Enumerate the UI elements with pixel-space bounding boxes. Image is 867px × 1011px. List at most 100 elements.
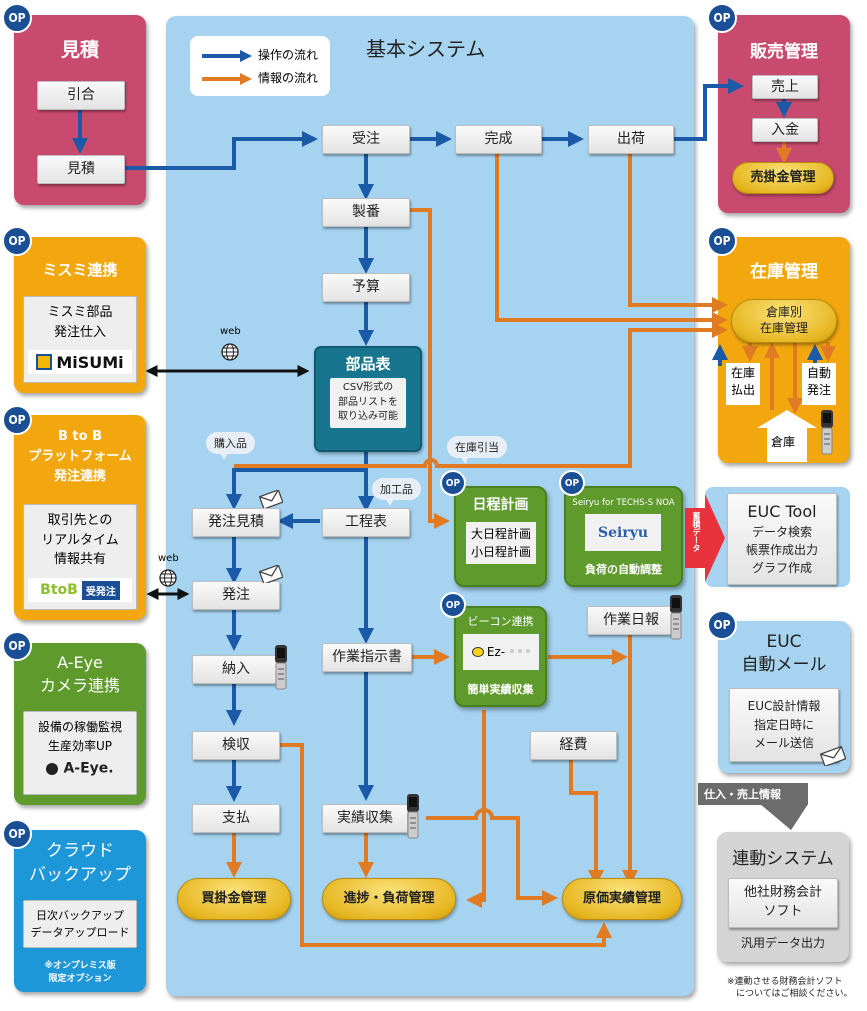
node-receipt[interactable]: 入金 [752, 118, 818, 142]
node-order[interactable]: 受注 [322, 125, 410, 154]
information-flow-arrow-icon [202, 73, 252, 85]
estimate-title: 見積 [60, 39, 99, 61]
aeye-logo: A-Eye. [24, 758, 136, 777]
bubble-stock-allocation: 在庫引当 [447, 436, 507, 464]
seiryu-title: Seiryu for TECHS-S NOA [572, 498, 675, 508]
euc-mail-card[interactable]: EUC設計情報 指定日時に メール送信 [729, 688, 839, 762]
euc-tool-title: EUC Tool [747, 502, 817, 522]
node-order-estimate[interactable]: 発注見積 [192, 508, 280, 537]
seiryu-logo-text: Seiryu [597, 524, 649, 541]
node-work-instruction[interactable]: 作業指示書 [322, 643, 412, 672]
bee-icon [471, 647, 484, 657]
misumi-description: ミスミ部品 発注仕入 [47, 305, 113, 340]
misumi-logo: MiSUMi [28, 350, 132, 374]
node-inspection[interactable]: 検収 [192, 731, 280, 760]
node-ship[interactable]: 出荷 [588, 125, 674, 154]
globe-icon [221, 343, 239, 361]
camera-icon [46, 762, 59, 775]
schedule-title: 日程計画 [472, 497, 529, 513]
op-badge: OP [2, 819, 32, 849]
handheld-terminal-icon [275, 645, 287, 690]
node-accounts-payable[interactable]: 買掛金管理 [177, 878, 291, 920]
node-job-number[interactable]: 製番 [322, 198, 410, 227]
bubble-purchased: 購入品 [206, 432, 255, 460]
misumi-title: ミスミ連携 [42, 261, 118, 279]
handheld-terminal-icon [670, 595, 682, 640]
handheld-terminal-icon [821, 410, 833, 455]
node-cost-management[interactable]: 原価実績管理 [562, 878, 682, 920]
accumulated-data-arrow [685, 494, 725, 582]
aeye-description: 設備の稼働監視 生産効率UP [37, 720, 122, 754]
op-badge: OP [440, 592, 466, 618]
web-label-misumi: web [220, 326, 241, 337]
node-sales[interactable]: 売上 [752, 75, 818, 99]
seiryu-description: 負荷の自動調整 [585, 563, 662, 576]
bom-description: CSV形式の 部品リストを 取り込み可能 [330, 378, 406, 428]
warehouse-label: 倉庫 [771, 435, 796, 449]
cloud-backup-panel: クラウド バックアップ 日次バックアップ データアップロード ※オンプレミス版 … [14, 830, 146, 992]
node-auto-order[interactable]: 自動 発注 [802, 363, 836, 405]
node-inquiry[interactable]: 引合 [37, 81, 125, 110]
schedule-panel[interactable]: 日程計画 大日程計画 小日程計画 [454, 486, 547, 587]
node-estimate[interactable]: 見積 [37, 155, 125, 184]
cloud-title: クラウド バックアップ [29, 841, 131, 885]
btob-logo: BtoB 受発注 [28, 578, 132, 602]
op-badge: OP [2, 226, 32, 256]
op-badge: OP [707, 3, 737, 33]
accumulated-data-label: 蓄積データ [692, 512, 701, 552]
bom-title: 部品表 [345, 355, 391, 373]
schedule-description: 大日程計画 小日程計画 [466, 522, 536, 564]
node-bom[interactable]: 部品表 CSV形式の 部品リストを 取り込み可能 [314, 346, 422, 452]
node-warehouse-inventory[interactable]: 倉庫別 在庫管理 [731, 299, 837, 343]
aeye-card: 設備の稼働監視 生産効率UP A-Eye. [23, 711, 137, 795]
web-label-btob: web [158, 553, 179, 564]
cloud-description: 日次バックアップ データアップロード [30, 908, 130, 939]
op-badge: OP [707, 226, 737, 256]
warehouse-shape [757, 410, 817, 462]
op-badge: OP [2, 3, 32, 33]
misumi-logo-text: MiSUMi [56, 352, 124, 372]
btob-card: 取引先との リアルタイム 情報共有 BtoB 受発注 [23, 504, 137, 610]
node-accounts-receivable[interactable]: 売掛金管理 [732, 162, 834, 194]
bubble-processed: 加工品 [372, 478, 421, 506]
linkage-card[interactable]: 他社財務会計 ソフト [728, 878, 838, 928]
node-progress-load[interactable]: 進捗・負荷管理 [322, 878, 456, 920]
node-delivery[interactable]: 納入 [192, 655, 280, 684]
aeye-title: A-Eye カメラ連携 [39, 653, 120, 696]
legend-information-label: 情報の流れ [258, 71, 319, 85]
node-payment[interactable]: 支払 [192, 804, 280, 833]
node-purchase-order[interactable]: 発注 [192, 581, 280, 610]
euc-tool-description: データ検索 帳票作成出力 グラフ作成 [745, 524, 818, 575]
node-daily-report[interactable]: 作業日報 [587, 606, 675, 635]
handheld-terminal-icon [407, 794, 419, 839]
misumi-panel: ミスミ連携 ミスミ部品 発注仕入 MiSUMi [14, 237, 146, 393]
node-result-collection[interactable]: 実績収集 [322, 804, 408, 833]
legend-operation-label: 操作の流れ [258, 48, 319, 62]
beacon-logo-text: Ez- [486, 645, 506, 659]
btob-order-badge: 受発注 [81, 580, 120, 600]
beacon-logo: Ez- [463, 634, 539, 670]
beacon-panel[interactable]: ビーコン連携 Ez- 簡単実績収集 [454, 606, 547, 707]
op-badge: OP [707, 610, 737, 640]
cloud-note: ※オンプレミス版 限定オプション [44, 961, 116, 984]
node-expense[interactable]: 経費 [530, 731, 617, 760]
mail-icon [820, 746, 846, 766]
seiryu-panel[interactable]: Seiryu for TECHS-S NOA Seiryu 負荷の自動調整 [564, 486, 683, 587]
btob-description: 取引先との リアルタイム 情報共有 [41, 513, 119, 567]
euc-tool-card[interactable]: EUC Tool データ検索 帳票作成出力 グラフ作成 [727, 493, 837, 585]
linkage-note: ※連動させる財務会計ソフト についてはご相談ください。 [727, 977, 853, 1000]
euc-mail-title: EUC 自動メール [741, 632, 827, 675]
main-system-title: 基本システム [366, 37, 486, 61]
linkage-title: 連動システム [732, 849, 834, 869]
beacon-dots-icon [508, 647, 531, 657]
node-budget[interactable]: 予算 [322, 273, 410, 302]
purchase-sales-info-arrow [698, 783, 808, 805]
operation-flow-arrow-icon [202, 50, 252, 62]
node-process-table[interactable]: 工程表 [322, 508, 410, 537]
btob-logo-text: BtoB [40, 582, 78, 598]
aeye-logo-text: A-Eye. [63, 760, 114, 777]
op-badge: OP [440, 470, 466, 496]
aeye-panel: A-Eye カメラ連携 設備の稼働監視 生産効率UP A-Eye. [14, 643, 146, 805]
node-complete[interactable]: 完成 [455, 125, 542, 154]
node-stock-issue[interactable]: 在庫 払出 [726, 363, 760, 405]
